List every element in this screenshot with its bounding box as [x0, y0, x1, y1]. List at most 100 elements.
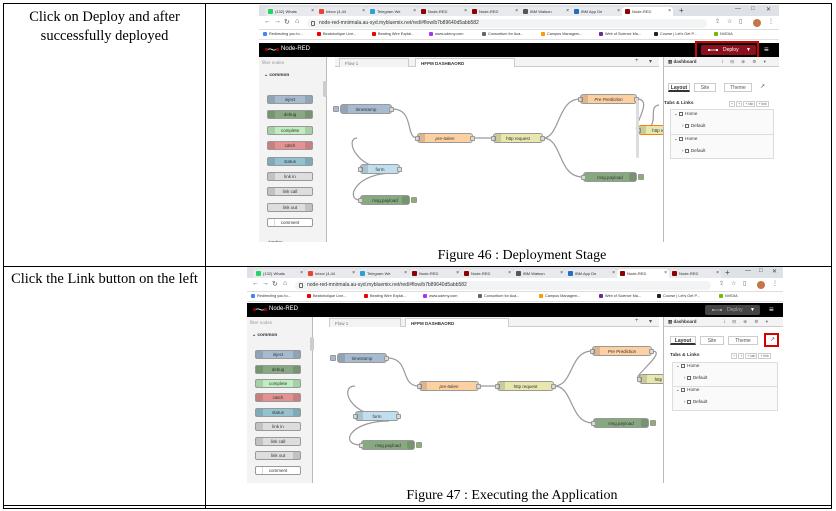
bookmark[interactable]: Web of Science Ma... — [599, 294, 641, 298]
minimize-icon[interactable]: — — [735, 6, 741, 12]
palette-node-link-in[interactable]: link in — [267, 172, 313, 181]
browser-tab[interactable]: (132) Whats× — [253, 269, 305, 278]
palette-node-inject[interactable]: inject — [255, 350, 301, 359]
bookmark[interactable]: Beatoholique Live... — [307, 294, 346, 298]
flow-node-form[interactable]: form — [353, 411, 401, 421]
bookmark[interactable]: Campus Managem... — [541, 32, 582, 36]
bookmark[interactable]: NVIDIA — [719, 294, 738, 298]
flow-node-form[interactable]: form — [358, 164, 402, 174]
browser-tab-active[interactable]: Node-RED× — [622, 7, 673, 16]
flow-node-timestamp[interactable]: timestamp — [330, 353, 389, 363]
profile-avatar[interactable] — [757, 281, 765, 289]
minimize-icon[interactable]: — — [745, 268, 751, 274]
sidebar-title[interactable]: ▥ dashboard — [668, 59, 697, 64]
tree-item-default[interactable]: › Default — [684, 375, 708, 380]
browser-tab[interactable]: Inbox (4,44× — [316, 7, 367, 16]
tab-layout[interactable]: Layout — [670, 336, 696, 345]
filter-nodes-input[interactable]: filter nodes — [262, 60, 285, 65]
deploy-button[interactable]: Deploy▼ — [705, 305, 760, 315]
filter-nodes-input[interactable]: filter nodes — [250, 320, 273, 325]
palette-scrollbar[interactable] — [310, 337, 314, 351]
browser-tab[interactable]: IBM Watson× — [513, 269, 565, 278]
tab-hfpm-dashboard[interactable]: HFPM DASHBAORD — [405, 318, 509, 327]
browser-tab[interactable]: Telegram We× — [357, 269, 409, 278]
palette-node-link-out[interactable]: link out — [267, 203, 313, 212]
external-link-icon[interactable]: ↗ — [759, 84, 766, 90]
back-icon[interactable]: ← — [264, 18, 271, 25]
palette-node-comment[interactable]: comment — [255, 466, 301, 475]
flow-node-msg-payload[interactable]: msg.payload — [581, 172, 644, 182]
maximize-icon[interactable]: □ — [759, 268, 763, 274]
main-menu-icon[interactable]: ≡ — [764, 45, 769, 54]
palette-category[interactable]: ⌄ common — [252, 333, 278, 338]
palette-node-complete[interactable]: complete — [255, 379, 301, 388]
palette-node-comment[interactable]: comment — [267, 218, 313, 227]
back-icon[interactable]: ← — [252, 280, 259, 287]
bookmark[interactable]: NVIDIA — [714, 32, 733, 36]
add-flow-icon[interactable]: + — [635, 318, 639, 324]
tree-item-home[interactable]: ⌄ Home — [674, 136, 698, 141]
layout-buttons[interactable]: +++ tab+ link — [731, 353, 771, 359]
reload-icon[interactable]: ↻ — [284, 19, 290, 26]
bookmark[interactable]: Campus Managem... — [539, 294, 580, 298]
new-tab-icon[interactable]: + — [725, 268, 730, 277]
browser-tab[interactable]: (132) Whats× — [265, 7, 316, 16]
star-icon[interactable]: ☆ — [727, 19, 733, 25]
flow-node-msg-payload[interactable]: msg.payload — [591, 418, 656, 428]
tab-hfpm-dashboard[interactable]: HFPM DASHBAORD — [415, 58, 515, 67]
bookmark[interactable]: www.udemy.com — [429, 32, 463, 36]
bookmark[interactable]: Consortium for Aca... — [478, 294, 519, 298]
palette-node-link-call[interactable]: link call — [267, 187, 313, 196]
deploy-button[interactable]: Deploy▼ — [701, 45, 756, 55]
flow-node-pre-prediction[interactable]: Pre Prediction — [578, 94, 639, 104]
sidepanel-icon[interactable]: ▯ — [739, 19, 743, 25]
palette-node-link-out[interactable]: link out — [255, 451, 301, 460]
palette-node-catch[interactable]: catch — [267, 141, 313, 150]
bookmark[interactable]: Redirecting you to... — [251, 294, 291, 298]
browser-tab[interactable]: IBM App De× — [565, 269, 617, 278]
tab-site[interactable]: Site — [700, 336, 724, 345]
palette-node-status[interactable]: status — [267, 157, 313, 166]
new-tab-icon[interactable]: + — [679, 6, 684, 15]
dropdown-arrow-icon[interactable]: ▼ — [746, 47, 751, 53]
tree-item-default[interactable]: › Default — [682, 123, 706, 128]
external-link-icon[interactable]: ↗ — [769, 337, 776, 343]
bookmark[interactable]: Course | Let's Get P... — [657, 294, 700, 298]
tab-flow-1[interactable]: Flow 1 — [329, 318, 401, 327]
sidebar-title[interactable]: ▥ dashboard — [668, 319, 697, 324]
menu-dots-icon[interactable]: ⋮ — [772, 281, 778, 287]
flow-node-msg-payload[interactable]: msg.payload — [359, 440, 422, 450]
forward-icon[interactable]: → — [274, 18, 281, 25]
palette-node-inject[interactable]: inject — [267, 95, 313, 104]
sidepanel-icon[interactable]: ▯ — [743, 281, 747, 287]
palette-category[interactable]: ⌄ common — [264, 73, 290, 78]
url-field[interactable]: node-red-mnirmala.au-syd.mybluemix.net/r… — [295, 281, 711, 290]
flow-menu-icon[interactable]: ▾ — [649, 59, 653, 65]
flow-node-timestamp[interactable]: timestamp — [333, 104, 394, 114]
palette-node-catch[interactable]: catch — [255, 393, 301, 402]
flow-node-pre-token[interactable]: pre-token — [415, 133, 475, 143]
workspace-scrollbar[interactable] — [636, 100, 639, 158]
add-flow-icon[interactable]: + — [635, 58, 639, 64]
browser-tab[interactable]: IBM App De× — [571, 7, 622, 16]
palette-node-complete[interactable]: complete — [267, 126, 313, 135]
tab-layout[interactable]: Layout — [668, 83, 690, 92]
tree-item-home[interactable]: ⌄ Home — [676, 363, 700, 368]
maximize-icon[interactable]: □ — [751, 6, 755, 12]
layout-buttons[interactable]: +++ tab+ link — [729, 101, 769, 107]
tab-flow-1[interactable]: Flow 1 — [339, 58, 409, 67]
tree-item-home[interactable]: ⌄ Home — [676, 387, 700, 392]
main-menu-icon[interactable]: ≡ — [769, 305, 774, 314]
dropdown-arrow-icon[interactable]: ▼ — [750, 307, 755, 313]
tree-item-home[interactable]: ⌄ Home — [674, 111, 698, 116]
flow-node-pre-token[interactable]: pre-token — [417, 381, 481, 391]
tree-item-default[interactable]: › Default — [682, 148, 706, 153]
home-icon[interactable]: ⌂ — [283, 280, 288, 287]
browser-tab[interactable]: Telegram We× — [367, 7, 418, 16]
browser-tab-active[interactable]: Node-RED× — [617, 269, 669, 278]
forward-icon[interactable]: → — [262, 280, 269, 287]
bookmark[interactable]: Redirecting you to... — [263, 32, 303, 36]
tab-theme[interactable]: Theme — [724, 83, 752, 92]
home-icon[interactable]: ⌂ — [295, 18, 300, 25]
tree-item-default[interactable]: › Default — [684, 399, 708, 404]
